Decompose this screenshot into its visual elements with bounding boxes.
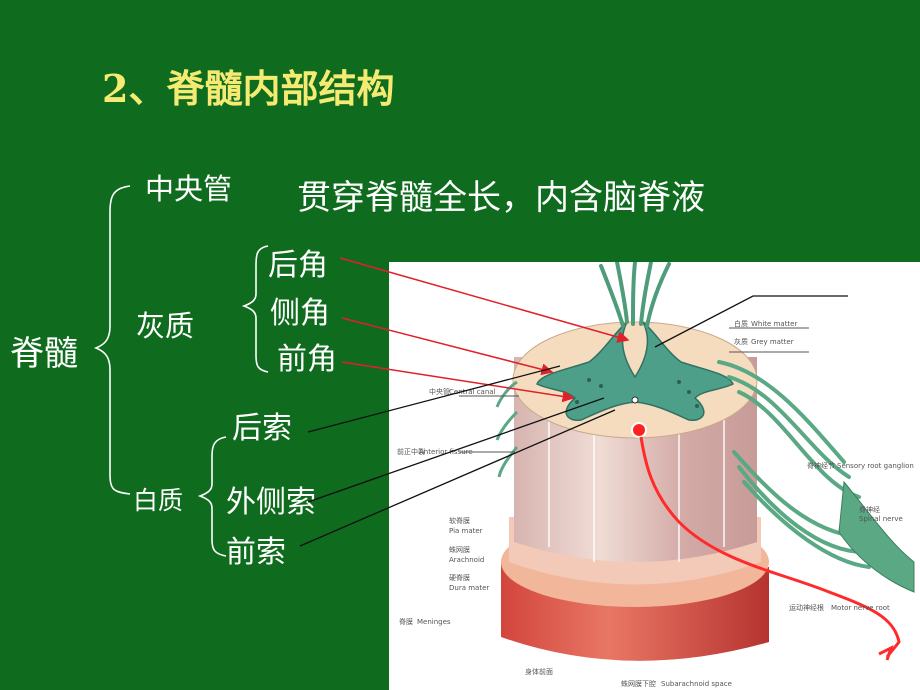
lateral-horn-label: 侧角 <box>270 296 330 331</box>
fig-spinal-ganglion-en: Sensory root ganglion <box>837 462 914 470</box>
spinal-nerve <box>838 480 915 593</box>
fig-subarachnoid-en: Subarachnoid space <box>661 680 732 688</box>
posterior-horn-label: 后角 <box>268 248 328 283</box>
posterior-funiculus-label: 后索 <box>232 411 292 446</box>
fig-grey-matter-en: Grey matter <box>751 338 794 346</box>
main-brace <box>93 185 131 495</box>
fig-meninges: 脊膜 <box>399 617 413 626</box>
gray-matter-label: 灰质 <box>136 309 195 343</box>
fig-meninges-en: Meninges <box>417 618 451 626</box>
fig-spinal-ganglion: 脊神经节 <box>807 461 835 470</box>
slide-title: 2、脊髓内部结构 <box>102 66 395 111</box>
white-brace <box>197 436 227 557</box>
gray-brace <box>241 245 269 373</box>
fig-pia-mater-en: Pia mater <box>449 527 483 535</box>
fig-central-canal: 中央管 <box>429 387 450 396</box>
fig-pia-mater: 软脊膜 <box>449 516 470 525</box>
outline-braces <box>93 185 269 557</box>
fig-white-matter-en: White matter <box>751 320 797 328</box>
fig-spinal-nerve: 脊神经 <box>859 505 880 514</box>
fig-arachnoid: 蛛网膜 <box>449 545 470 554</box>
spinal-nerve-roots <box>717 360 846 464</box>
spinal-cord-label: 脊髓 <box>10 334 78 374</box>
fig-subarachnoid: 蛛网膜下腔 <box>621 679 656 688</box>
fig-white-matter: 白质 <box>734 319 748 328</box>
fig-arachnoid-en: Arachnoid <box>449 556 484 564</box>
fig-central-canal-en: Central canal <box>449 388 496 396</box>
fig-dura-mater-en: Dura mater <box>449 584 489 592</box>
anterior-funiculus-label: 前索 <box>226 535 286 570</box>
fig-anterior-body: 身体前面 <box>525 667 553 676</box>
spinal-cord-illustration: 中央管 Central canal 白质 White matter 灰质 Gre… <box>389 262 920 690</box>
fig-anterior-fissure-en: Anterior fissure <box>419 448 473 456</box>
white-matter-label: 白质 <box>133 486 184 515</box>
motor-pathway <box>639 436 901 658</box>
fig-motor-root-en: Motor nerve root <box>831 604 890 612</box>
central-canal-description: 贯穿脊髓全长，内含脑脊液 <box>297 178 705 218</box>
fig-motor-root: 运动神经根 <box>789 603 824 612</box>
fig-spinal-nerve-en: Spinal nerve <box>859 515 903 523</box>
motor-neuron-marker <box>631 422 647 438</box>
central-canal-label: 中央管 <box>145 172 233 206</box>
fig-dura-mater: 硬脊膜 <box>449 573 470 582</box>
fig-grey-matter: 灰质 <box>734 337 748 346</box>
